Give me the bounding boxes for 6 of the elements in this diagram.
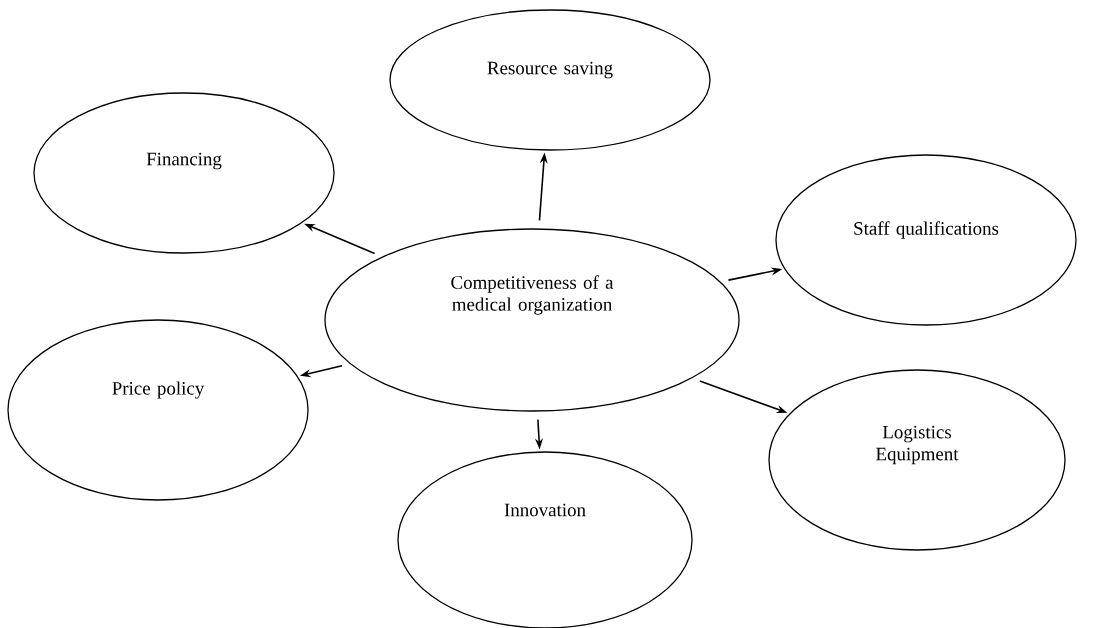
ellipse-node: Competitiveness of a medical organization: [324, 228, 740, 412]
ellipse-node: Logistics Equipment: [768, 369, 1066, 551]
ellipse-node: Financing: [33, 92, 335, 254]
ellipse-node: Resource saving: [389, 9, 711, 151]
ellipse-node: Price policy: [7, 319, 309, 501]
ellipse-node: Staff qualifications: [775, 154, 1077, 326]
